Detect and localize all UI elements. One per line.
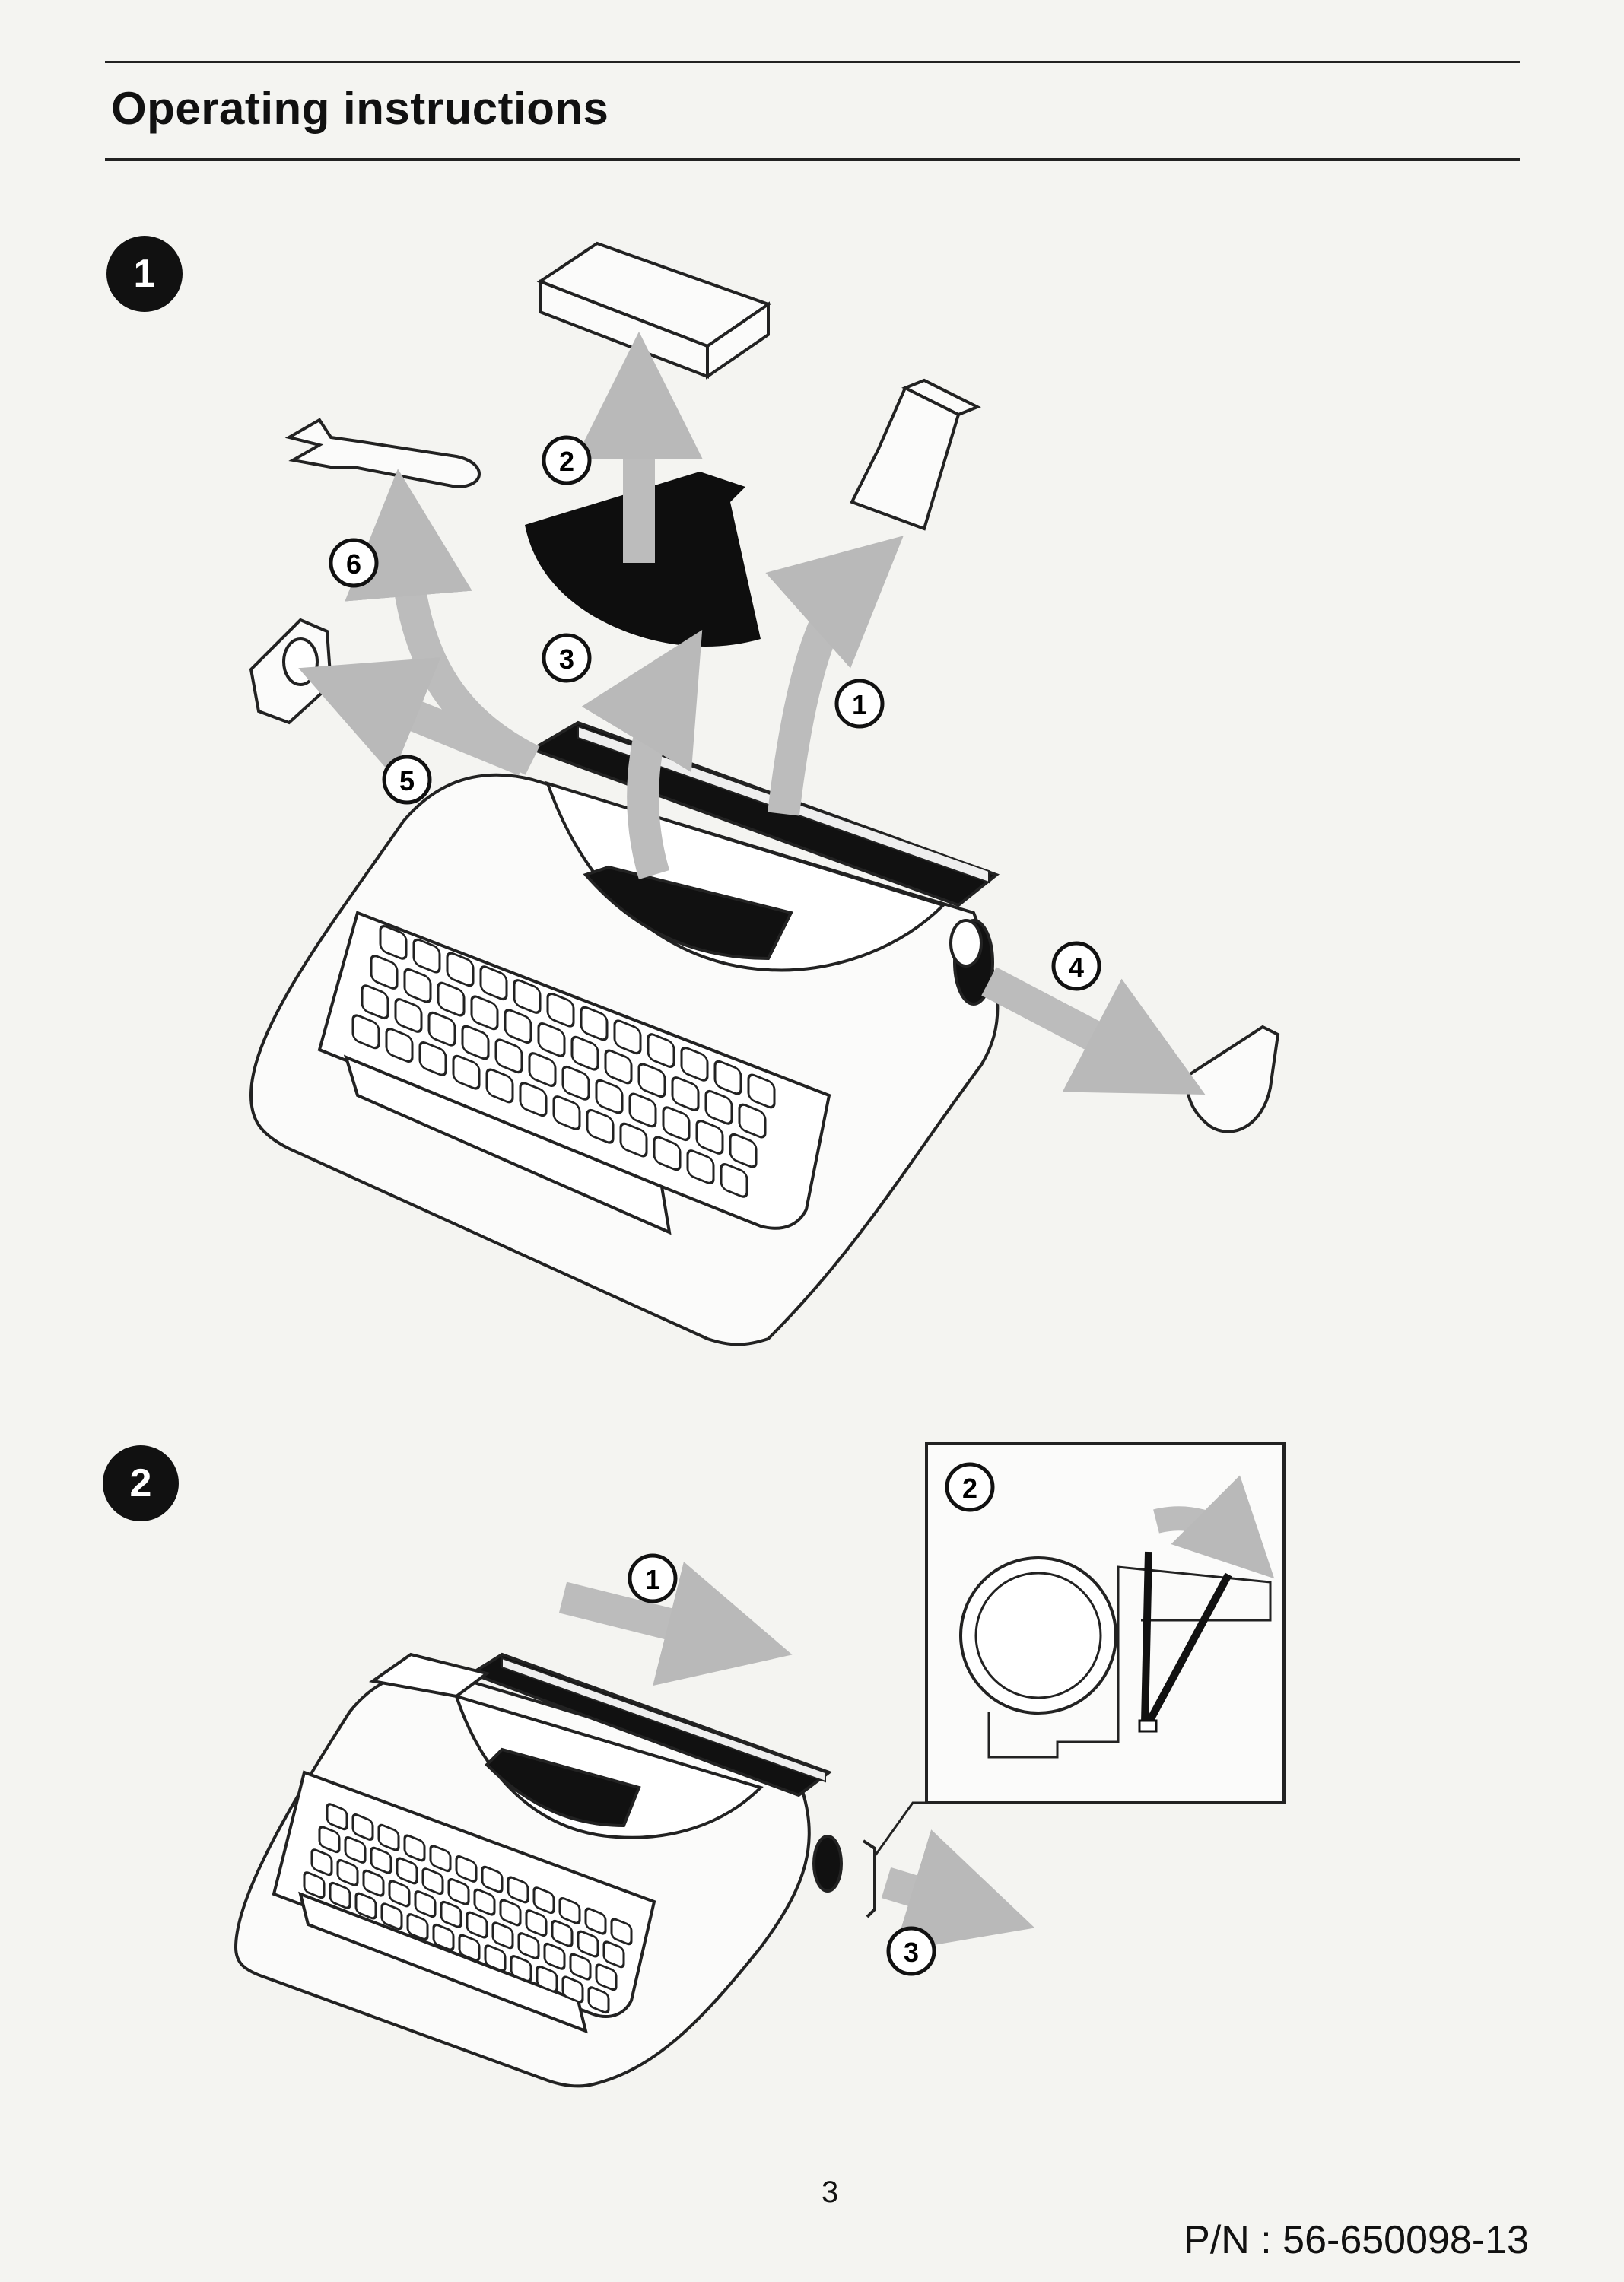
callout-5: 5 [382, 755, 432, 805]
svg-text:5: 5 [399, 765, 415, 796]
step-2-badge: 2 [103, 1445, 179, 1521]
svg-text:3: 3 [559, 644, 574, 675]
packing-foam-block [850, 378, 981, 531]
callout-1: 1 [834, 679, 885, 729]
step-2-illustration: 1 2 3 [234, 1442, 1286, 2088]
step-2-arrows [558, 1475, 1275, 1952]
tool-fork [284, 418, 481, 489]
callout-step2-2: 2 [945, 1462, 995, 1512]
callout-2: 2 [542, 435, 592, 485]
step-1-illustration: 1 2 3 4 5 6 [249, 241, 1280, 1346]
svg-text:4: 4 [1069, 952, 1084, 983]
svg-text:2: 2 [962, 1473, 977, 1504]
page-number: 3 [822, 2176, 839, 2209]
keyboard-keys-step-2 [303, 1803, 633, 2016]
part-number: P/N : 56-650098-13 [1184, 2218, 1529, 2262]
svg-text:2: 2 [559, 446, 574, 477]
header-rule-top [105, 61, 1520, 63]
callout-6: 6 [329, 538, 379, 588]
step-1-arrows [298, 332, 1206, 1095]
svg-text:1: 1 [852, 689, 867, 720]
page-title: Operating instructions [111, 83, 609, 134]
callout-step2-3: 3 [886, 1926, 936, 1976]
step-1-badge: 1 [106, 236, 183, 312]
callout-3: 3 [542, 633, 592, 683]
left-spool-cap [249, 618, 333, 725]
svg-text:1: 1 [645, 1564, 660, 1595]
packing-box-top [536, 241, 772, 380]
knob-bracket [862, 1839, 876, 1918]
callout-4: 4 [1051, 941, 1101, 991]
svg-text:3: 3 [904, 1937, 919, 1968]
header-rule-bottom [105, 158, 1520, 161]
detail-inset [873, 1442, 1286, 1857]
svg-text:6: 6 [346, 548, 361, 580]
right-spool-cap [1184, 1025, 1280, 1133]
callout-step2-1: 1 [628, 1553, 678, 1603]
keyboard-keys [351, 924, 776, 1200]
